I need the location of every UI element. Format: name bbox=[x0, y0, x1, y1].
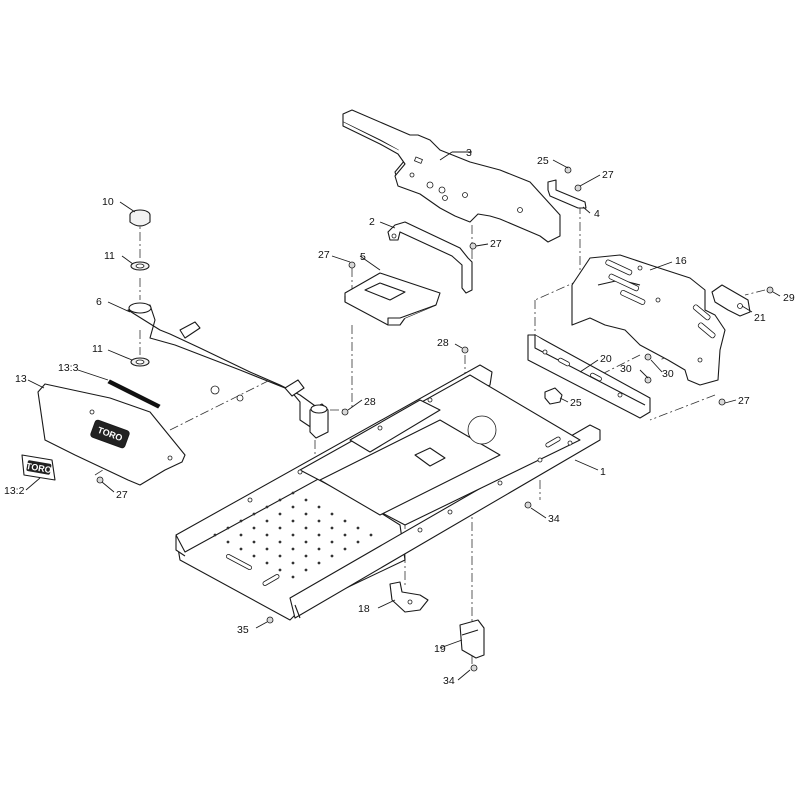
fasteners bbox=[96, 166, 774, 672]
callout-29: 28 bbox=[364, 396, 376, 408]
callout-labels: 3 2 25 27 4 27 5 27 10 11 6 11 13:3 13 1… bbox=[4, 147, 795, 687]
part-5-mount-plate bbox=[344, 272, 441, 326]
part-19-lower-bracket bbox=[459, 619, 485, 659]
callout-13-3: 13:3 bbox=[58, 362, 79, 374]
callout-6: 6 bbox=[96, 296, 102, 308]
part-13-3-strip bbox=[107, 379, 161, 409]
part-20-rear-channel bbox=[527, 334, 651, 419]
part-13-2-decal: TORO bbox=[21, 454, 56, 481]
callout-28-mid: 28 bbox=[437, 337, 449, 349]
part-25-clip bbox=[544, 387, 563, 405]
floor-perforations bbox=[213, 491, 373, 579]
callout-34-right: 30 bbox=[662, 368, 674, 380]
callout-13: 13 bbox=[15, 373, 27, 385]
callout-27-mid: 27 bbox=[318, 249, 330, 261]
callout-28-top: 27 bbox=[490, 238, 502, 250]
callout-27-left: 27 bbox=[116, 489, 128, 501]
callout-13-2: 13:2 bbox=[4, 485, 25, 497]
callout-20: 20 bbox=[600, 353, 612, 365]
part-11-bearing-lower bbox=[130, 357, 150, 367]
shield-logo-badge: TORO bbox=[90, 419, 130, 449]
part-4-small-bracket bbox=[547, 179, 587, 209]
callout-35: 35 bbox=[237, 624, 249, 636]
part-11-bearing-upper bbox=[130, 261, 150, 271]
part-1-main-frame bbox=[175, 364, 601, 621]
callout-30-right: 29 bbox=[783, 292, 795, 304]
leader-lines bbox=[25, 151, 781, 681]
callout-27-right: 27 bbox=[602, 169, 614, 181]
part-6-front-axle bbox=[127, 302, 329, 439]
part-13-front-shield: TORO bbox=[37, 383, 186, 486]
callout-2: 2 bbox=[369, 216, 375, 228]
callout-34-mid: 34 bbox=[548, 513, 560, 525]
part-18-lower-bracket bbox=[389, 581, 429, 613]
callout-27-top: 25 bbox=[537, 155, 549, 167]
callout-11-lower: 11 bbox=[92, 343, 103, 355]
callout-5: 5 bbox=[360, 251, 366, 263]
callout-10: 10 bbox=[102, 196, 114, 208]
callout-1: 1 bbox=[600, 466, 606, 478]
callout-21: 21 bbox=[754, 312, 766, 324]
decal-logo-text: TORO bbox=[25, 461, 52, 475]
callout-4: 4 bbox=[594, 208, 600, 220]
part-2-bracket bbox=[387, 221, 473, 294]
callout-25: 25 bbox=[570, 397, 582, 409]
callout-16: 16 bbox=[675, 255, 687, 267]
callout-19: 19 bbox=[434, 643, 446, 655]
callout-30-mid: 30 bbox=[620, 363, 632, 375]
callout-27-far-right: 27 bbox=[738, 395, 750, 407]
part-3-upper-plate bbox=[342, 109, 561, 243]
callout-34-bottom: 34 bbox=[443, 675, 455, 687]
part-21-bracket bbox=[711, 284, 751, 317]
part-16-seat-pan bbox=[571, 254, 726, 386]
callout-11-upper: 11 bbox=[104, 250, 115, 262]
part-10-cap bbox=[129, 209, 151, 227]
callout-3: 3 bbox=[466, 147, 472, 159]
callout-18: 18 bbox=[358, 603, 370, 615]
